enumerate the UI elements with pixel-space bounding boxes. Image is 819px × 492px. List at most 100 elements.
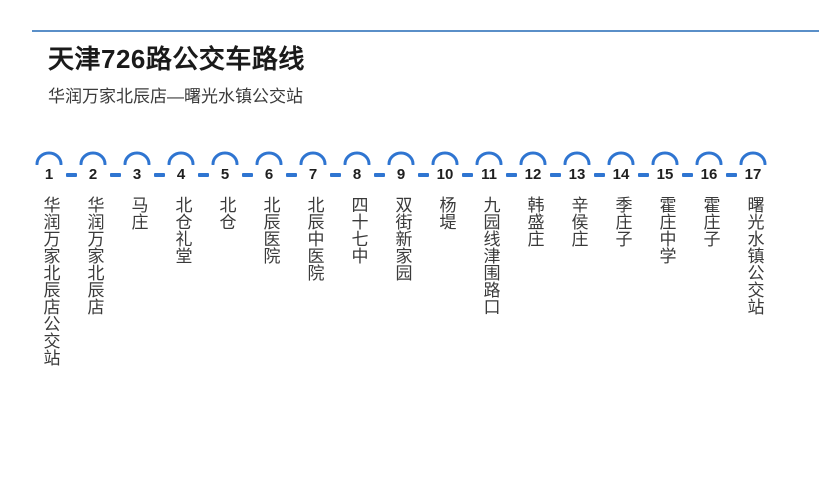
station-name-cell[interactable]: 霍庄子	[694, 196, 724, 247]
arc-icon	[519, 151, 547, 165]
station-name-cell[interactable]: 韩盛庄	[518, 196, 548, 247]
stop-number: 17	[744, 166, 762, 183]
dash-icon	[284, 166, 298, 183]
top-accent-rule	[32, 30, 819, 32]
station-name-cell[interactable]: 马庄	[122, 196, 152, 230]
route-stop-marker[interactable]: 11	[474, 151, 504, 183]
route-stop-marker[interactable]: 1	[34, 151, 64, 183]
station-name: 马庄	[127, 196, 148, 230]
route-stop-marker[interactable]: 9	[386, 151, 416, 183]
stop-number: 2	[88, 166, 98, 183]
arc-icon	[607, 151, 635, 165]
dash-icon	[108, 166, 122, 183]
station-name: 北辰中医院	[303, 196, 324, 281]
station-name: 北仓	[215, 196, 236, 230]
stop-number: 4	[176, 166, 186, 183]
station-name-cell[interactable]: 霍庄中学	[650, 196, 680, 264]
dash-icon	[460, 166, 474, 183]
station-name: 北仓礼堂	[171, 196, 192, 264]
arc-icon	[563, 151, 591, 165]
stop-number: 10	[436, 166, 454, 183]
station-name: 杨堤	[435, 196, 456, 230]
station-name: 季庄子	[611, 196, 632, 247]
arc-icon	[35, 151, 63, 165]
dash-icon	[152, 166, 166, 183]
arc-icon	[739, 151, 767, 165]
station-name: 北辰医院	[259, 196, 280, 264]
station-name-cell[interactable]: 华润万家北辰店公交站	[34, 196, 64, 366]
route-stop-marker[interactable]: 3	[122, 151, 152, 183]
arc-icon	[387, 151, 415, 165]
arc-icon	[651, 151, 679, 165]
stop-number: 3	[132, 166, 142, 183]
route-endpoints-subtitle: 华润万家北辰店—曙光水镇公交站	[48, 87, 303, 106]
station-name: 九园线津围路口	[479, 196, 500, 315]
station-name-cell[interactable]: 九园线津围路口	[474, 196, 504, 315]
station-name-cell[interactable]: 北仓礼堂	[166, 196, 196, 264]
arc-icon	[695, 151, 723, 165]
station-name-cell[interactable]: 华润万家北辰店	[78, 196, 108, 315]
station-name: 四十七中	[347, 196, 368, 264]
stop-number: 16	[700, 166, 718, 183]
dash-icon	[328, 166, 342, 183]
dash-icon	[724, 166, 738, 183]
arc-icon	[343, 151, 371, 165]
stop-number: 1	[44, 166, 54, 183]
route-header: 天津726路公交车路线 华润万家北辰店—曙光水镇公交站	[48, 42, 788, 110]
route-stop-marker[interactable]: 15	[650, 151, 680, 183]
station-name: 曙光水镇公交站	[743, 196, 764, 315]
station-name-cell[interactable]: 北辰中医院	[298, 196, 328, 281]
stop-number: 9	[396, 166, 406, 183]
route-stop-marker[interactable]: 10	[430, 151, 460, 183]
arc-icon	[79, 151, 107, 165]
route-stop-marker[interactable]: 12	[518, 151, 548, 183]
route-stop-marker[interactable]: 7	[298, 151, 328, 183]
station-name-cell[interactable]: 双街新家园	[386, 196, 416, 281]
dash-icon	[372, 166, 386, 183]
dash-icon	[416, 166, 430, 183]
station-name-cell[interactable]: 杨堤	[430, 196, 460, 230]
station-name: 韩盛庄	[523, 196, 544, 247]
arc-icon	[255, 151, 283, 165]
stop-number: 8	[352, 166, 362, 183]
stop-number: 14	[612, 166, 630, 183]
dash-icon	[64, 166, 78, 183]
dash-icon	[548, 166, 562, 183]
station-name-cell[interactable]: 四十七中	[342, 196, 372, 264]
station-name-cell[interactable]: 曙光水镇公交站	[738, 196, 768, 315]
route-stop-marker[interactable]: 13	[562, 151, 592, 183]
stop-number: 5	[220, 166, 230, 183]
station-name-cell[interactable]: 辛侯庄	[562, 196, 592, 247]
route-stop-marker[interactable]: 8	[342, 151, 372, 183]
route-stop-marker[interactable]: 4	[166, 151, 196, 183]
route-stop-marker[interactable]: 6	[254, 151, 284, 183]
station-name: 华润万家北辰店	[83, 196, 104, 315]
station-name-cell[interactable]: 季庄子	[606, 196, 636, 247]
station-name: 华润万家北辰店公交站	[39, 196, 60, 366]
dash-icon	[592, 166, 606, 183]
stop-number: 12	[524, 166, 542, 183]
route-stop-marker[interactable]: 2	[78, 151, 108, 183]
stop-number: 6	[264, 166, 274, 183]
station-name: 辛侯庄	[567, 196, 588, 247]
route-stop-marker[interactable]: 5	[210, 151, 240, 183]
page-title: 天津726路公交车路线	[48, 44, 305, 74]
route-stop-marker[interactable]: 14	[606, 151, 636, 183]
stop-number: 7	[308, 166, 318, 183]
route-stop-marker[interactable]: 17	[738, 151, 768, 183]
stop-number: 13	[568, 166, 586, 183]
arc-icon	[431, 151, 459, 165]
stop-number: 11	[481, 166, 497, 183]
arc-icon	[167, 151, 195, 165]
station-name-cell[interactable]: 北辰医院	[254, 196, 284, 264]
station-name-cell[interactable]: 北仓	[210, 196, 240, 230]
dash-icon	[636, 166, 650, 183]
route-stop-marker[interactable]: 16	[694, 151, 724, 183]
arc-icon	[123, 151, 151, 165]
stop-number: 15	[656, 166, 674, 183]
station-name: 霍庄子	[699, 196, 720, 247]
arc-icon	[475, 151, 503, 165]
dash-icon	[240, 166, 254, 183]
